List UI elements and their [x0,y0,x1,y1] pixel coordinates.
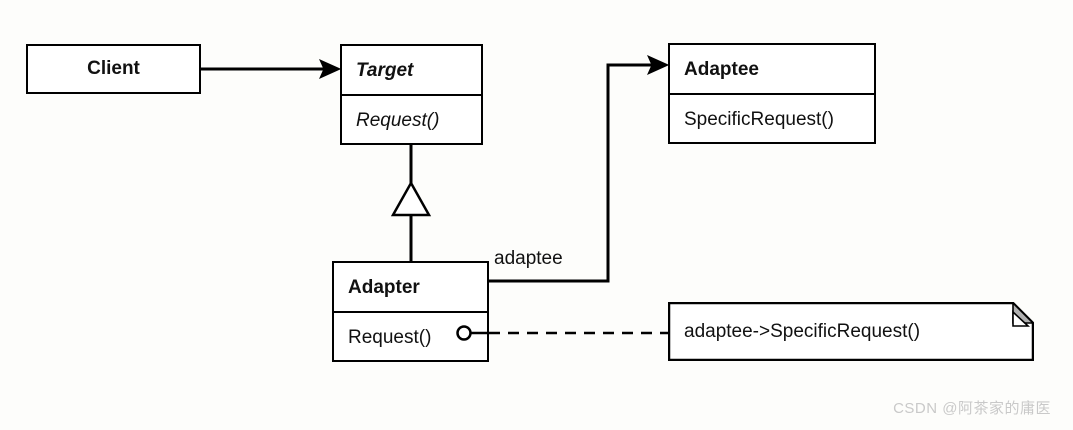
filled-arrowhead-icon [647,55,670,75]
note-shape-icon [668,302,1034,361]
class-box-adaptee[interactable]: Adaptee SpecificRequest() [668,43,876,144]
class-operation-adapter-request: Request() [348,326,432,348]
class-box-client[interactable]: Client [26,44,201,94]
class-box-target[interactable]: Target Request() [340,44,483,145]
relationship-request-to-note [456,325,668,341]
note-implementation[interactable]: adaptee->SpecificRequest() [668,302,1034,361]
compartment-divider [670,93,874,95]
compartment-divider [342,94,481,96]
class-name-adaptee: Adaptee [684,59,759,80]
relationship-adapter-generalizes-target [390,145,432,261]
class-operation-target-request: Request() [356,109,440,131]
compartment-divider [334,311,487,313]
watermark-text: CSDN @阿茶家的庸医 [893,400,1051,417]
class-name-client: Client [87,58,140,79]
class-box-adapter[interactable]: Adapter Request() [332,261,489,362]
class-name-target: Target [356,60,414,81]
class-operation-adaptee-specificrequest: SpecificRequest() [684,108,834,130]
relationship-client-to-target [201,59,342,79]
class-name-adapter: Adapter [348,277,420,298]
note-text: adaptee->SpecificRequest() [684,320,921,342]
filled-arrowhead-icon [319,59,342,79]
hollow-triangle-arrowhead-icon [390,180,432,217]
association-role-label-adaptee: adaptee [494,248,563,269]
